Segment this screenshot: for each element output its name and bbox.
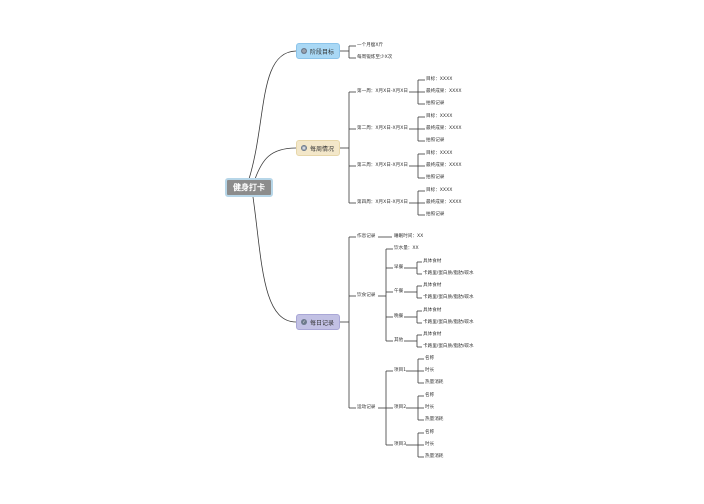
exercise-detail-item[interactable]: 热量消耗 [425, 417, 444, 422]
meal-detail-item[interactable]: 卡路里/蛋白质/脂肪/碳水 [423, 271, 474, 276]
daily-category[interactable]: 作息记录 [357, 234, 376, 239]
week-detail-item[interactable]: 最终成果：XXXX [426, 126, 462, 131]
goal-item[interactable]: 每周锻炼至少X次 [357, 55, 393, 60]
exercise-detail-item[interactable]: 热量消耗 [425, 380, 444, 385]
branch-label: 阶段目标 [310, 48, 335, 56]
meal-item[interactable]: 早餐 [394, 265, 404, 270]
meal-detail-item[interactable]: 卡路里/蛋白质/脂肪/碳水 [423, 320, 474, 325]
meal-detail-item[interactable]: 具体食材 [423, 259, 442, 264]
week-detail-item[interactable]: 最终成果：XXXX [426, 200, 462, 205]
meal-detail-item[interactable]: 具体食材 [423, 308, 442, 313]
daily-category[interactable]: 饮食记录 [357, 293, 376, 298]
week-detail-item[interactable]: 拍照记录 [426, 101, 445, 106]
goal-item[interactable]: 一个月瘦X斤 [357, 43, 384, 48]
connector-line [252, 196, 297, 323]
exercise-detail-item[interactable]: 时长 [425, 368, 435, 373]
week-item[interactable]: 第四周：X月X日-X月X日 [357, 200, 408, 205]
exercise-project[interactable]: 项目1 [394, 368, 407, 373]
calendar-icon: ▦ [301, 145, 307, 151]
check-icon: ✓ [301, 319, 307, 325]
meal-detail-item[interactable]: 卡路里/蛋白质/脂肪/碳水 [423, 344, 474, 349]
week-detail-item[interactable]: 拍照记录 [426, 138, 445, 143]
exercise-project[interactable]: 项目2 [394, 405, 407, 410]
exercise-detail-item[interactable]: 名称 [425, 430, 435, 435]
week-detail-item[interactable]: 最终成果：XXXX [426, 163, 462, 168]
week-item[interactable]: 第一周：X月X日-X月X日 [357, 89, 408, 94]
week-detail-item[interactable]: 目标：XXXX [426, 77, 453, 82]
exercise-detail-item[interactable]: 名称 [425, 356, 435, 361]
root-topic[interactable]: 健身打卡 [225, 178, 273, 197]
meal-detail-item[interactable]: 具体食材 [423, 283, 442, 288]
sleep-detail[interactable]: 睡眠时间：XX [394, 234, 424, 239]
meal-detail-item[interactable]: 卡路里/蛋白质/脂肪/碳水 [423, 295, 474, 300]
exercise-project[interactable]: 项目3 [394, 442, 407, 447]
branch-stage-goal[interactable]: ◎ 阶段目标 [296, 43, 340, 59]
branch-label: 每日记录 [310, 319, 335, 327]
daily-category[interactable]: 运动记录 [357, 405, 376, 410]
week-detail-item[interactable]: 目标：XXXX [426, 188, 453, 193]
week-detail-item[interactable]: 最终成果：XXXX [426, 89, 462, 94]
exercise-detail-item[interactable]: 名称 [425, 393, 435, 398]
connector-line [248, 50, 297, 180]
week-item[interactable]: 第二周：X月X日-X月X日 [357, 126, 408, 131]
exercise-detail-item[interactable]: 时长 [425, 405, 435, 410]
week-detail-item[interactable]: 拍照记录 [426, 212, 445, 217]
week-detail-item[interactable]: 目标：XXXX [426, 114, 453, 119]
branch-daily[interactable]: ✓ 每日记录 [296, 314, 340, 330]
week-item[interactable]: 第三周：X月X日-X月X日 [357, 163, 408, 168]
week-detail-item[interactable]: 目标：XXXX [426, 151, 453, 156]
branch-label: 每周情况 [310, 145, 335, 153]
meal-detail-item[interactable]: 具体食材 [423, 332, 442, 337]
branch-weekly[interactable]: ▦ 每周情况 [296, 140, 340, 156]
exercise-detail-item[interactable]: 时长 [425, 442, 435, 447]
week-detail-item[interactable]: 拍照记录 [426, 175, 445, 180]
connector-line [254, 147, 297, 180]
exercise-detail-item[interactable]: 热量消耗 [425, 454, 444, 459]
meal-item[interactable]: 晚餐 [394, 314, 404, 319]
water-intake[interactable]: 饮水量：XX [394, 246, 419, 251]
meal-item[interactable]: 其他 [394, 338, 404, 343]
target-icon: ◎ [301, 48, 307, 54]
meal-item[interactable]: 午餐 [394, 289, 404, 294]
